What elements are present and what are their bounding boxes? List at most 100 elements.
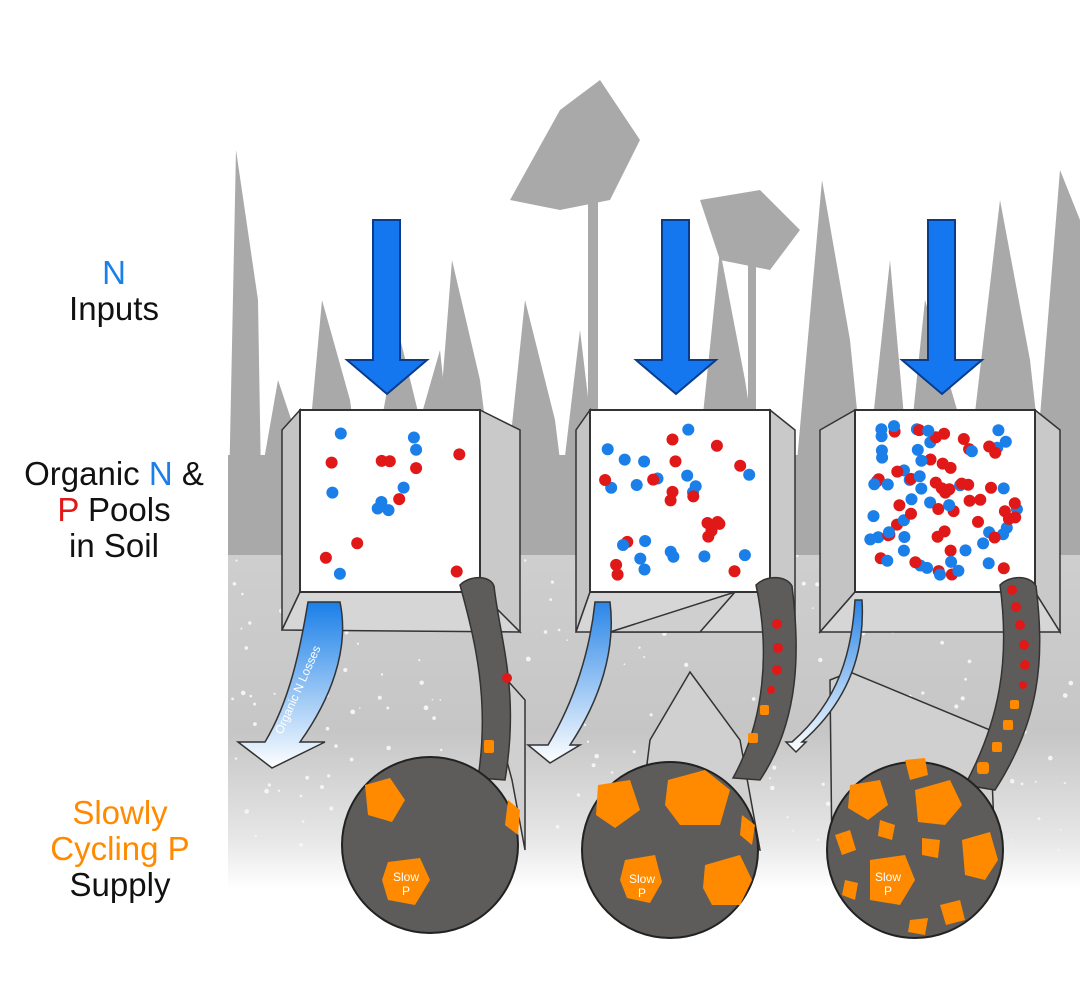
n-dot [911, 443, 924, 456]
p-dot [909, 556, 922, 569]
p-dot [666, 433, 679, 446]
p-dot [710, 439, 723, 452]
n-input-arrow-3 [899, 219, 985, 396]
svg-text:P: P [884, 884, 892, 898]
svg-text:Slow: Slow [875, 870, 901, 884]
n-dot [915, 482, 928, 495]
soil-pool-box-1 [299, 409, 481, 593]
p-dot [666, 485, 679, 498]
n-inputs-text: Inputs [69, 290, 159, 327]
n-dot [868, 478, 881, 491]
n-dot [334, 427, 347, 440]
n-dot [952, 564, 965, 577]
slow-supply-cycling: Cycling P [50, 830, 190, 867]
rock-2: Slow P [581, 761, 759, 939]
p-dot [734, 459, 747, 472]
pools-pools: Pools [88, 491, 171, 528]
n-dot [618, 453, 631, 466]
n-dot [876, 451, 889, 464]
p-dot [913, 424, 926, 437]
svg-text:Slow: Slow [629, 872, 655, 886]
pools-line-3: in Soil [69, 527, 159, 564]
n-dot [601, 443, 614, 456]
p-dot [393, 493, 406, 506]
p-dot [938, 525, 951, 538]
n-dot [883, 526, 895, 539]
n-dot [881, 478, 894, 491]
p-dot [1008, 497, 1021, 510]
p-dot [375, 454, 388, 467]
p-dot [611, 568, 624, 581]
n-dot [898, 531, 911, 543]
p-dot [319, 551, 332, 564]
p-dot [687, 490, 700, 503]
p-dot [997, 562, 1010, 575]
n-dot [915, 454, 928, 467]
p-dot [728, 565, 741, 578]
n-dot [959, 544, 972, 557]
n-dot [997, 482, 1010, 495]
n-dot [382, 504, 395, 517]
p-dot [891, 465, 904, 478]
pools-label: Organic N & P Pools in Soil [0, 456, 228, 564]
pools-amp: & [181, 455, 204, 492]
n-dot [397, 481, 410, 494]
n-dot [872, 531, 885, 544]
n-input-arrow-2 [633, 219, 719, 396]
n-dot [681, 469, 694, 482]
n-dot [738, 549, 751, 562]
svg-text:Slow: Slow [393, 870, 419, 884]
p-dot [1009, 511, 1022, 524]
n-loss-arrow-3 [784, 599, 864, 754]
p-dot [351, 537, 364, 550]
p-dot [325, 456, 338, 469]
rock-1: Slow P [341, 756, 520, 934]
p-stream-3 [963, 576, 1041, 791]
p-dot [711, 516, 724, 528]
n-loss-arrow-2 [525, 601, 612, 764]
n-dot [924, 496, 937, 509]
p-dot [988, 531, 1001, 544]
n-dot [639, 535, 652, 547]
n-dot [888, 420, 900, 433]
n-dot [630, 479, 643, 491]
p-dot [932, 503, 945, 515]
p-dot [610, 558, 623, 571]
n-dot [875, 430, 888, 443]
n-dot [943, 499, 956, 512]
n-dot [407, 431, 420, 444]
n-dot [638, 563, 651, 576]
pools-p: P [57, 491, 79, 528]
svg-text:P: P [638, 886, 646, 900]
p-dot [705, 524, 718, 537]
n-dot [743, 468, 756, 481]
pools-organic: Organic [24, 455, 140, 492]
pools-line-2: P Pools [0, 492, 228, 528]
svg-text:P: P [402, 884, 410, 898]
p-dot [647, 473, 660, 486]
p-dot [450, 565, 463, 578]
n-dot [333, 567, 346, 580]
p-dot [963, 494, 976, 507]
n-dot [881, 554, 894, 567]
p-dot [453, 448, 466, 461]
slow-supply-supply: Supply [69, 866, 171, 903]
n-dot [992, 424, 1005, 437]
pool-dots-3 [864, 420, 1023, 581]
n-dot [982, 557, 995, 570]
pool-dots-1 [319, 427, 466, 580]
p-dot [939, 486, 952, 499]
p-dot [905, 507, 917, 520]
p-dot [893, 499, 906, 512]
n-inputs-n: N [102, 254, 126, 291]
n-dot [945, 555, 958, 568]
n-dot [410, 443, 423, 456]
n-dot [965, 445, 978, 458]
n-inputs-label: N Inputs [44, 255, 184, 327]
p-dot [972, 515, 984, 528]
pools-n: N [148, 455, 173, 492]
n-dot [913, 470, 926, 483]
p-dot [669, 455, 682, 468]
pools-line-1: Organic N & [0, 456, 228, 492]
n-dot [905, 493, 918, 506]
